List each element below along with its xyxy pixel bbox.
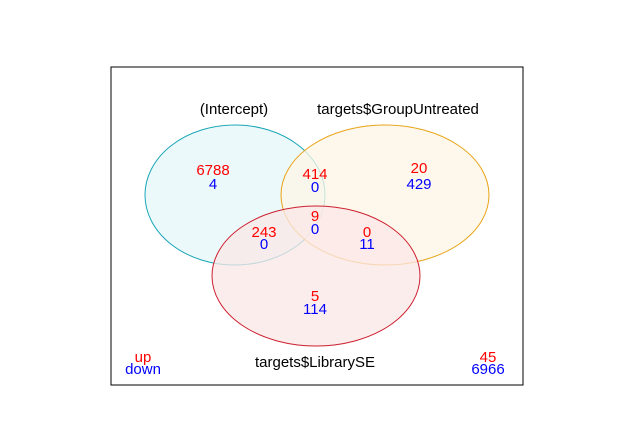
count-down-group-only: 429 — [406, 176, 431, 193]
count-up-group-library: 0 — [363, 224, 371, 241]
count-down-intercept-only: 4 — [209, 176, 217, 193]
set-label-group-untreated: targets$GroupUntreated — [317, 101, 479, 118]
legend-up: up — [135, 349, 152, 366]
count-up-none: 45 — [480, 349, 497, 366]
set-label-library-se: targets$LibrarySE — [255, 354, 375, 371]
count-down-none: 6966 — [471, 361, 504, 378]
count-up-library-only: 5 — [311, 288, 319, 305]
count-down-group-library: 11 — [359, 236, 375, 253]
legend-down: down — [125, 361, 161, 378]
count-up-intercept-only: 6788 — [196, 162, 229, 179]
count-down-all-three: 0 — [311, 221, 319, 238]
count-down-intercept-group: 0 — [311, 179, 319, 196]
count-down-library-only: 114 — [303, 301, 327, 318]
set-circle-library-se — [211, 205, 421, 347]
count-down-intercept-library: 0 — [260, 236, 268, 253]
count-up-all-three: 9 — [311, 208, 319, 225]
count-up-intercept-library: 243 — [251, 224, 276, 241]
count-up-intercept-group: 414 — [302, 166, 327, 183]
set-label-intercept: (Intercept) — [200, 101, 268, 118]
count-up-group-only: 20 — [411, 160, 428, 177]
plot-frame — [110, 66, 524, 386]
